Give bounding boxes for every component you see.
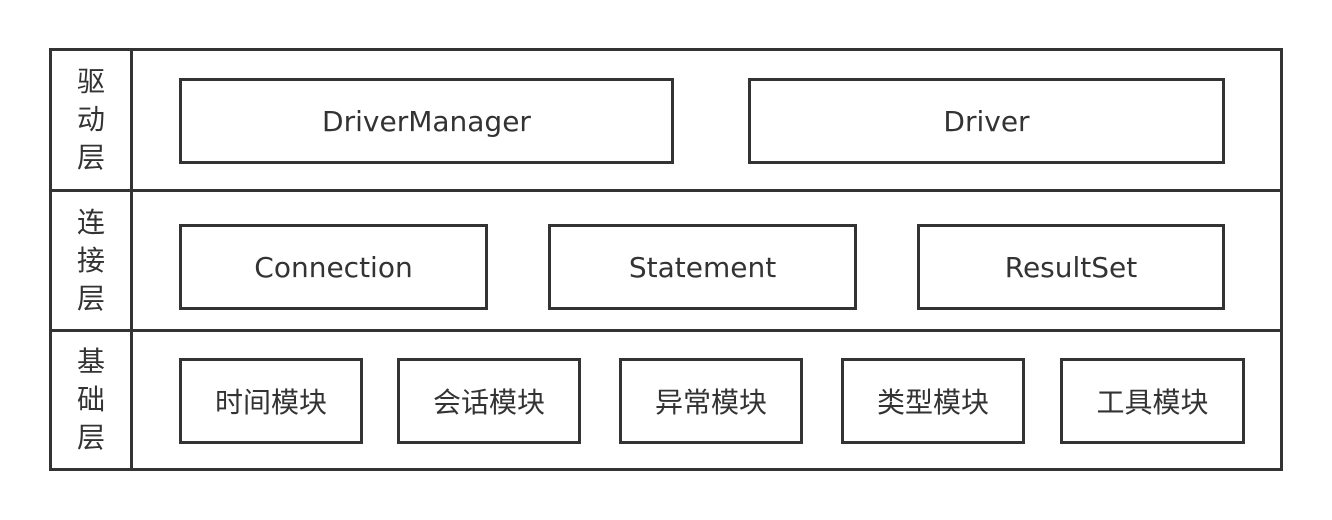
layer-divider (52, 329, 1280, 332)
connection-layer-label-char: 层 (76, 281, 105, 315)
layer-label-divider (130, 192, 133, 329)
layer-divider (52, 189, 1280, 192)
connection-layer-label-char: 接 (76, 243, 105, 277)
driver-layer: 驱 动 层 DriverManager Driver (52, 51, 1280, 189)
exception-module-box: 异常模块 (619, 358, 803, 444)
foundation-layer-label: 基 础 层 (52, 332, 130, 468)
layer-label-divider (130, 332, 133, 468)
driver-layer-label: 驱 动 层 (52, 51, 130, 189)
tool-module-box: 工具模块 (1060, 358, 1245, 444)
layer-label-divider (130, 51, 133, 189)
foundation-layer-label-char: 础 (76, 383, 105, 416)
driver-box: Driver (748, 78, 1225, 164)
resultset-box: ResultSet (917, 224, 1225, 310)
foundation-layer-label-char: 基 (76, 345, 105, 378)
foundation-layer-label-char: 层 (76, 421, 105, 454)
driver-layer-label-char: 驱 (76, 65, 105, 98)
time-module-box: 时间模块 (179, 358, 363, 444)
architecture-diagram: 驱 动 层 DriverManager Driver 连 接 层 Connect… (49, 48, 1283, 471)
statement-box: Statement (548, 224, 857, 310)
drivermanager-box: DriverManager (179, 78, 674, 164)
driver-layer-label-char: 层 (76, 141, 105, 174)
session-module-box: 会话模块 (397, 358, 581, 444)
type-module-box: 类型模块 (841, 358, 1025, 444)
driver-layer-label-char: 动 (76, 103, 105, 136)
connection-box: Connection (179, 224, 488, 310)
connection-layer-label: 连 接 层 (52, 192, 130, 329)
connection-layer: 连 接 层 Connection Statement ResultSet (52, 192, 1280, 329)
connection-layer-label-char: 连 (76, 205, 105, 239)
foundation-layer: 基 础 层 时间模块 会话模块 异常模块 类型模块 工具模块 (52, 332, 1280, 468)
